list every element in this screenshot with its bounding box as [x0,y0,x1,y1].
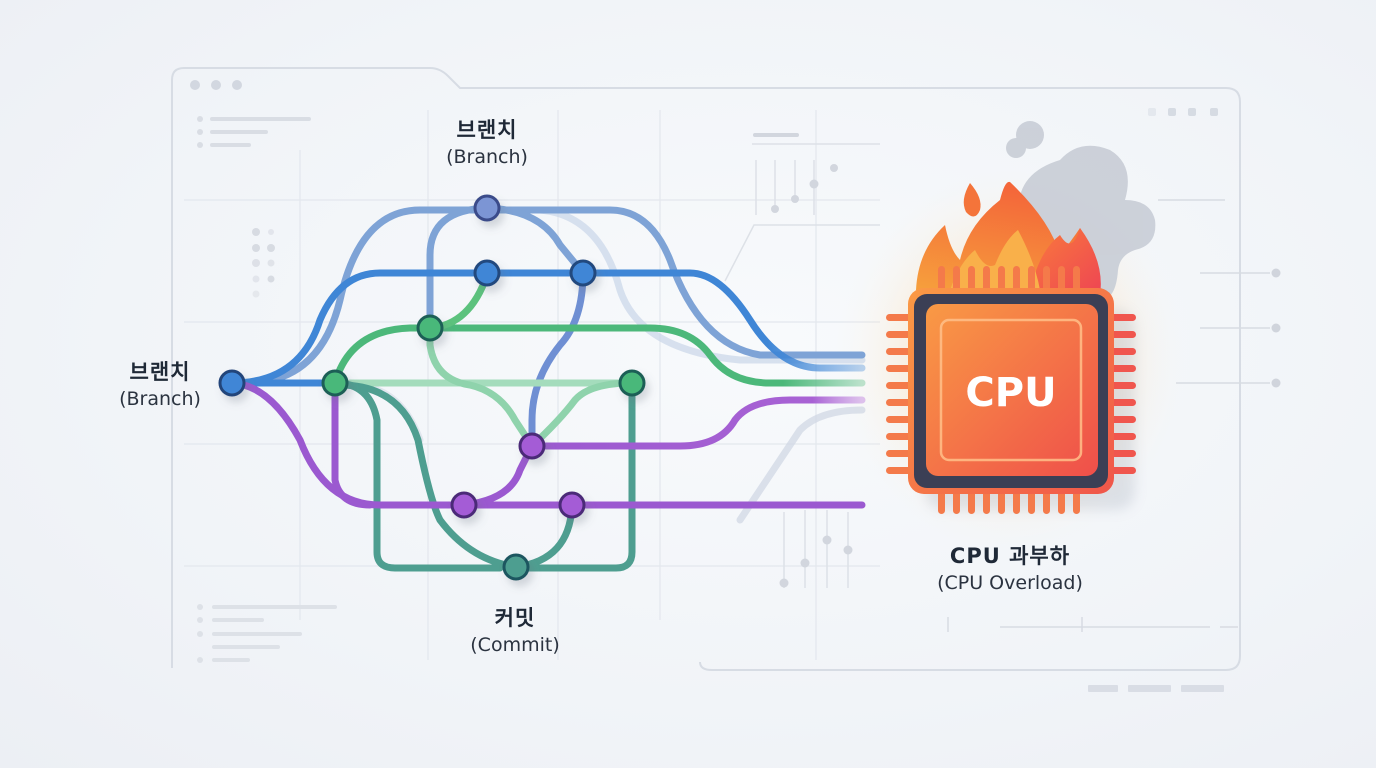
cpu-chip-icon: CPU [886,266,1136,514]
branch-line-lightgreen [426,324,536,450]
commit-node-icon[interactable] [416,314,444,342]
commit-label-en: (Commit) [470,634,560,656]
footer-placeholder [1088,685,1224,692]
window-controls-icon [1148,108,1218,116]
branch-line-teal [336,381,520,571]
commit-nodes [218,194,646,581]
text-placeholder-top-left [197,116,311,148]
ghost-line [736,406,866,524]
commit-node-icon[interactable] [218,369,246,397]
branch-line-teal [512,379,636,572]
cpu-overload-label: CPU 과부하 (CPU Overload) [910,542,1110,596]
commit-node-icon[interactable] [321,369,349,397]
ghost-line [536,206,866,364]
commit-label-ko: 커밋 [494,606,536,630]
branch-line-teal [331,379,504,572]
branch-line-lightgreen [528,379,636,450]
git-branch-lines [228,204,866,572]
branch-label-ko: 브랜치 [129,360,191,384]
branch-line-purple [331,379,374,509]
smoke-icon [1006,121,1156,300]
commit-node-icon[interactable] [618,369,646,397]
commit-label: 커밋 (Commit) [450,604,580,658]
right-connector-decoration [947,199,1281,632]
branch-line-purple [460,442,536,509]
commit-node-icon[interactable] [473,194,501,222]
slider-decoration-bottom [779,510,853,588]
branch-label-ko: 브랜치 [456,118,518,142]
branch-label-left: 브랜치 (Branch) [100,358,220,412]
cpu-pins [886,266,1136,514]
branch-label-en: (Branch) [446,146,528,168]
background-window [171,67,1241,671]
branch-line-slate [528,269,587,450]
branch-label-en: (Branch) [119,388,201,410]
cpu-overload-label-ko: CPU 과부하 [949,544,1071,568]
commit-node-icon[interactable] [502,553,530,581]
branch-label-top: 브랜치 (Branch) [422,116,552,170]
dot-grid-decoration [252,228,275,298]
window-dots-icon [190,80,242,90]
commit-node-icon[interactable] [569,259,597,287]
branch-line-purple [528,396,866,450]
cpu-label: CPU [965,370,1056,416]
commit-node-icon[interactable] [518,432,546,460]
cpu-overload-label-en: (CPU Overload) [937,572,1083,594]
commit-node-icon[interactable] [473,259,501,287]
text-placeholder-bottom-left [197,604,337,663]
branch-line-lightblue [241,206,866,387]
commit-node-icon[interactable] [558,491,586,519]
branch-line-green [331,324,866,387]
mini-chart-decoration-top [724,133,880,282]
branch-line-blue [228,269,866,387]
commit-node-icon[interactable] [450,491,478,519]
